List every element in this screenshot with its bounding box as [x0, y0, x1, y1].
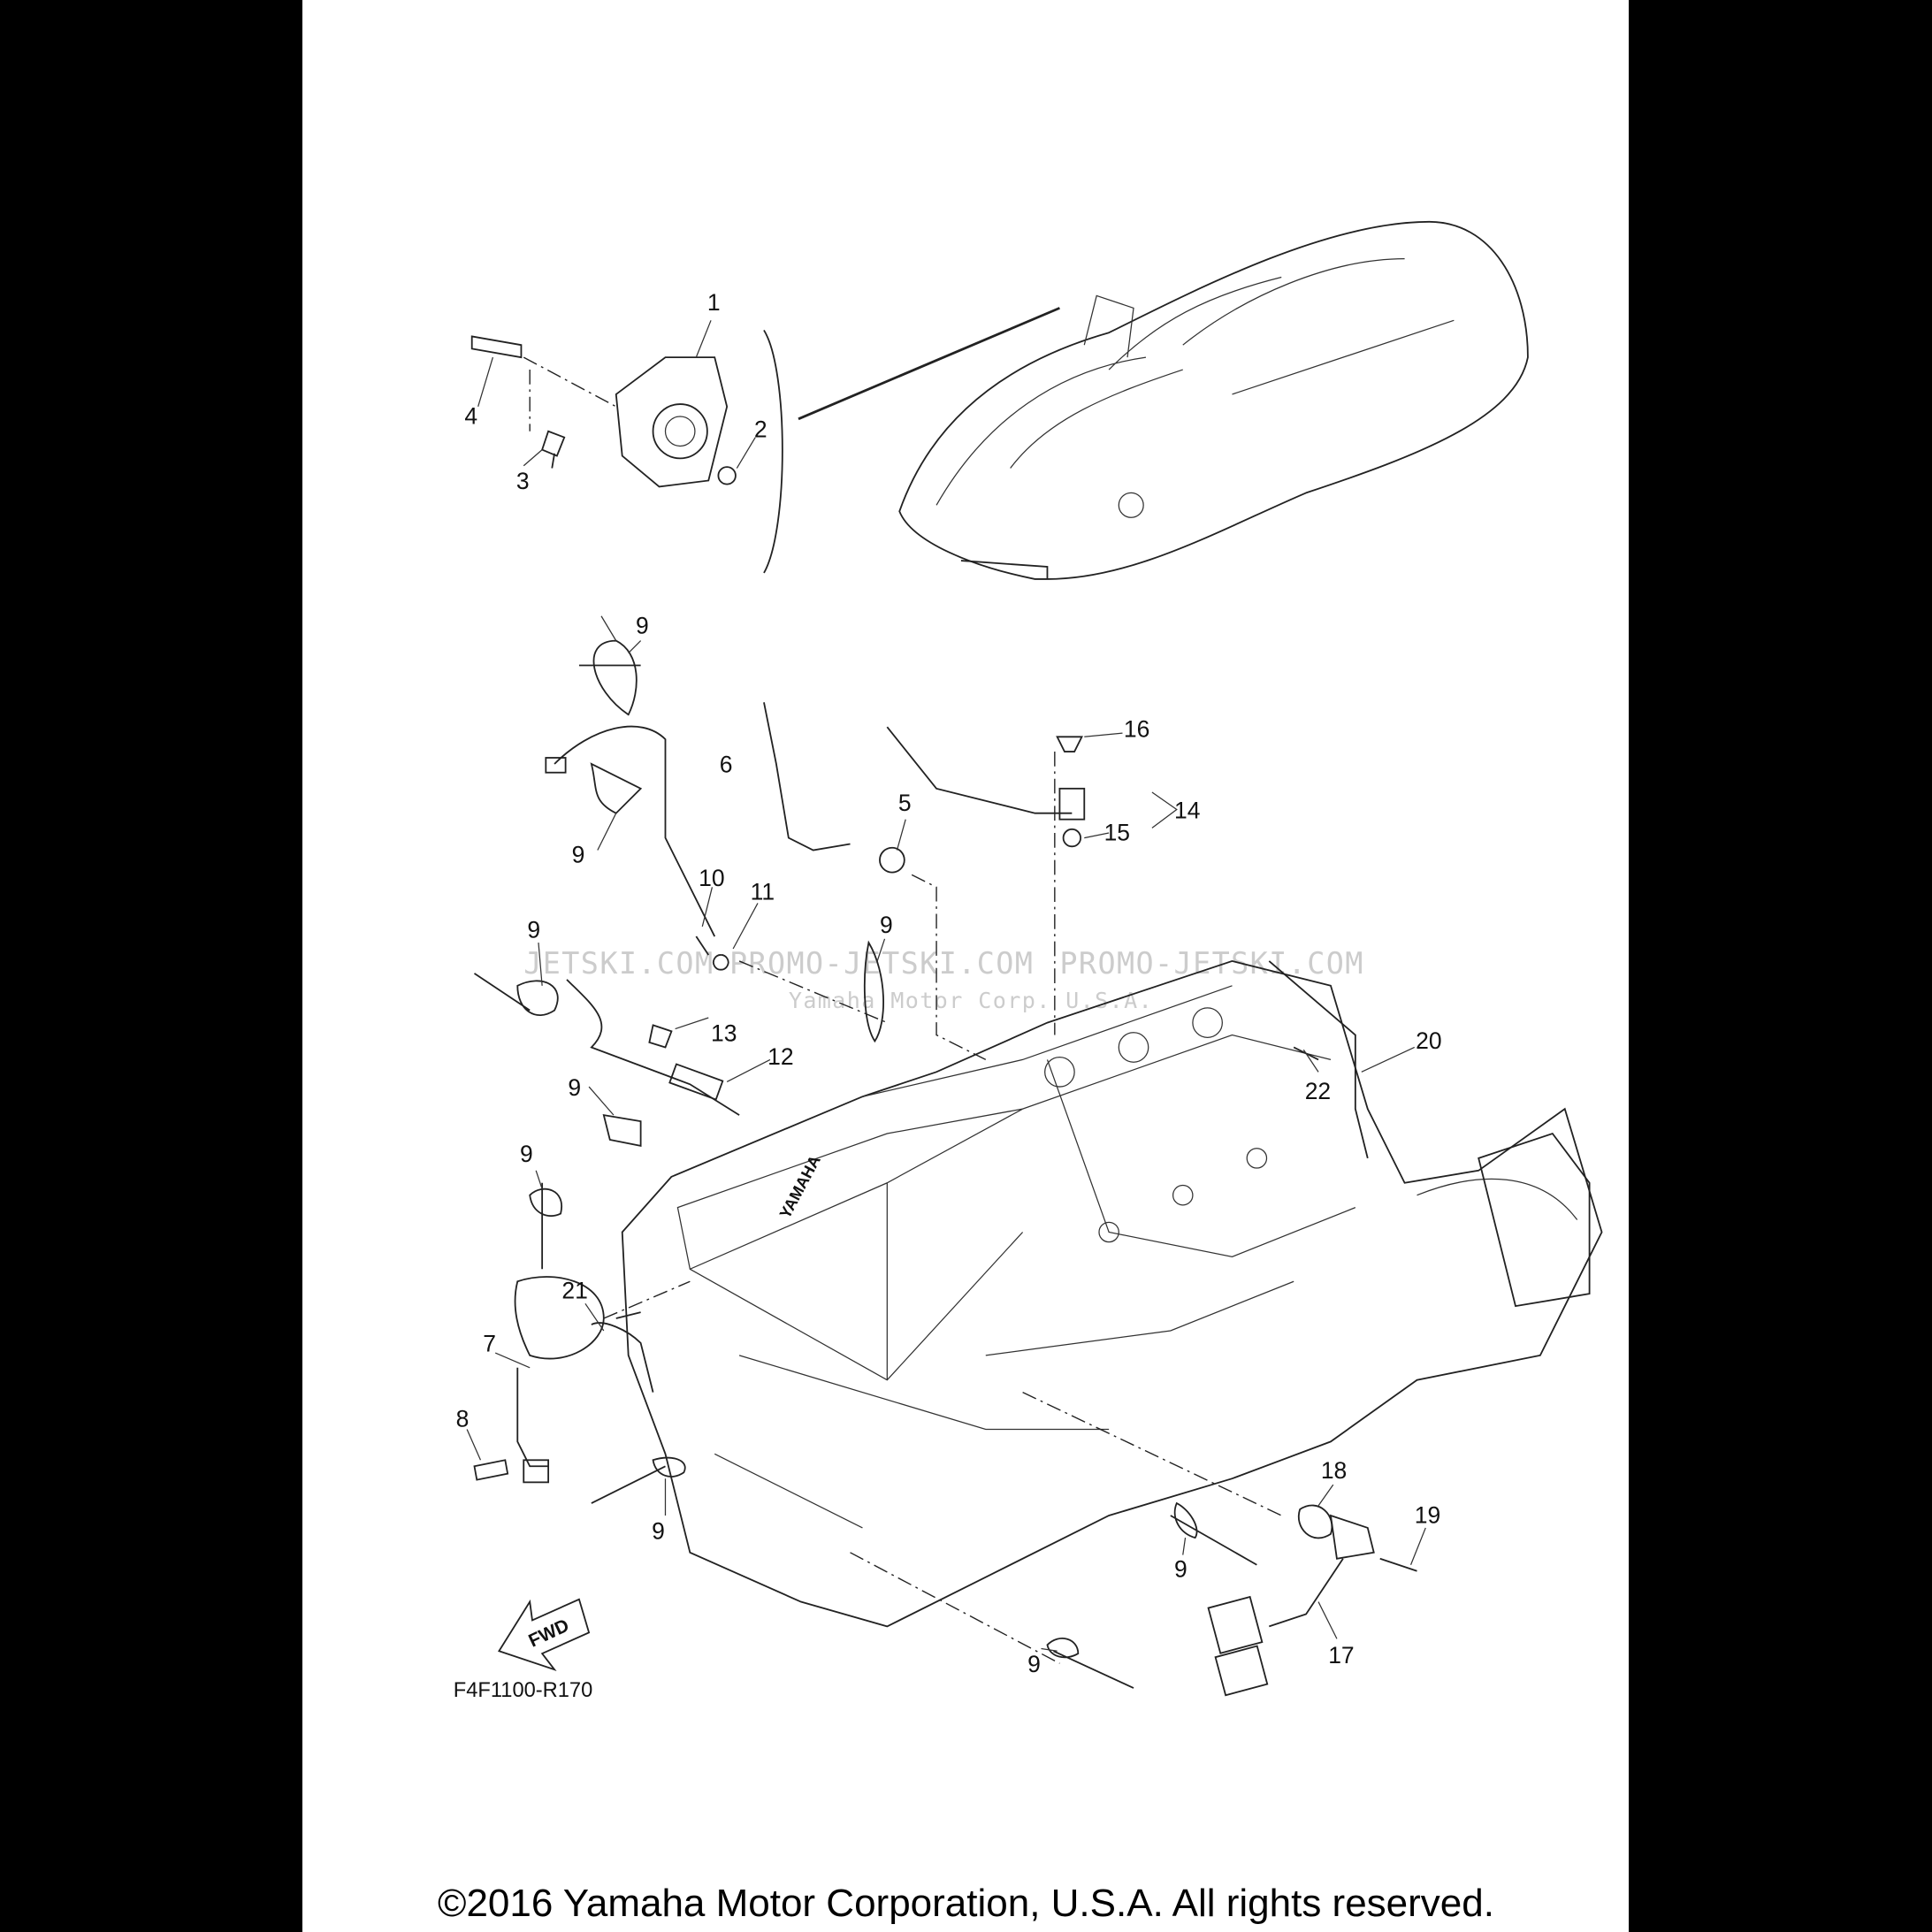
callout-9: 9 — [520, 1141, 533, 1167]
callout-21: 21 — [561, 1278, 587, 1304]
callout-5: 5 — [898, 790, 912, 816]
callout-3: 3 — [516, 468, 530, 494]
diagram-sheet — [302, 0, 1629, 1932]
diagram-code: F4F1100-R170 — [454, 1679, 592, 1702]
callout-6: 6 — [720, 752, 733, 778]
callout-9: 9 — [1027, 1651, 1041, 1677]
sensors-and-harnesses — [473, 639, 1417, 1697]
callout-14: 14 — [1174, 797, 1200, 823]
callout-16: 16 — [1124, 715, 1149, 742]
callout-1: 1 — [707, 289, 721, 316]
callout-13: 13 — [711, 1020, 737, 1047]
callout-4: 4 — [464, 402, 477, 429]
engine-cover-brand: YAMAHA — [776, 1152, 824, 1221]
callout-9: 9 — [880, 912, 893, 938]
callout-9: 9 — [636, 612, 649, 638]
callout-9: 9 — [527, 916, 540, 943]
callout-7: 7 — [483, 1331, 496, 1357]
callout-20: 20 — [1416, 1027, 1441, 1054]
callout-22: 22 — [1305, 1078, 1331, 1104]
callout-2: 2 — [754, 416, 767, 443]
fwd-arrow: FWD — [497, 1598, 591, 1671]
watermark-text: PROMO-JETSKI.COM — [729, 946, 1034, 981]
watermark: JETSKI.COM PROMO-JETSKI.COM Yamaha Motor… — [523, 946, 1363, 1013]
callout-9: 9 — [652, 1517, 665, 1544]
callout-9: 9 — [572, 841, 585, 867]
throttle-body-part — [470, 335, 737, 488]
callout-15: 15 — [1104, 819, 1130, 845]
watermark-text: PROMO-JETSKI.COM — [1059, 946, 1363, 981]
callout-9: 9 — [568, 1074, 581, 1101]
watermark-text: Yamaha Motor Corp. U.S.A. — [789, 988, 1153, 1013]
callout-11: 11 — [751, 878, 775, 905]
watermark-text: JETSKI.COM — [523, 946, 714, 981]
callout-17: 17 — [1328, 1642, 1354, 1669]
callout-8: 8 — [456, 1406, 470, 1432]
callout-numbers: 1 2 3 4 9 16 6 14 15 5 9 10 11 9 9 13 12… — [456, 289, 1442, 1677]
leader-lines — [466, 320, 1426, 1652]
callout-9: 9 — [1174, 1556, 1187, 1583]
jetski-illustration — [763, 220, 1529, 580]
callout-19: 19 — [1415, 1501, 1440, 1528]
callout-10: 10 — [699, 865, 724, 891]
copyright-footer: ©2016 Yamaha Motor Corporation, U.S.A. A… — [438, 1882, 1494, 1925]
callout-18: 18 — [1321, 1457, 1347, 1484]
callout-12: 12 — [767, 1043, 793, 1070]
